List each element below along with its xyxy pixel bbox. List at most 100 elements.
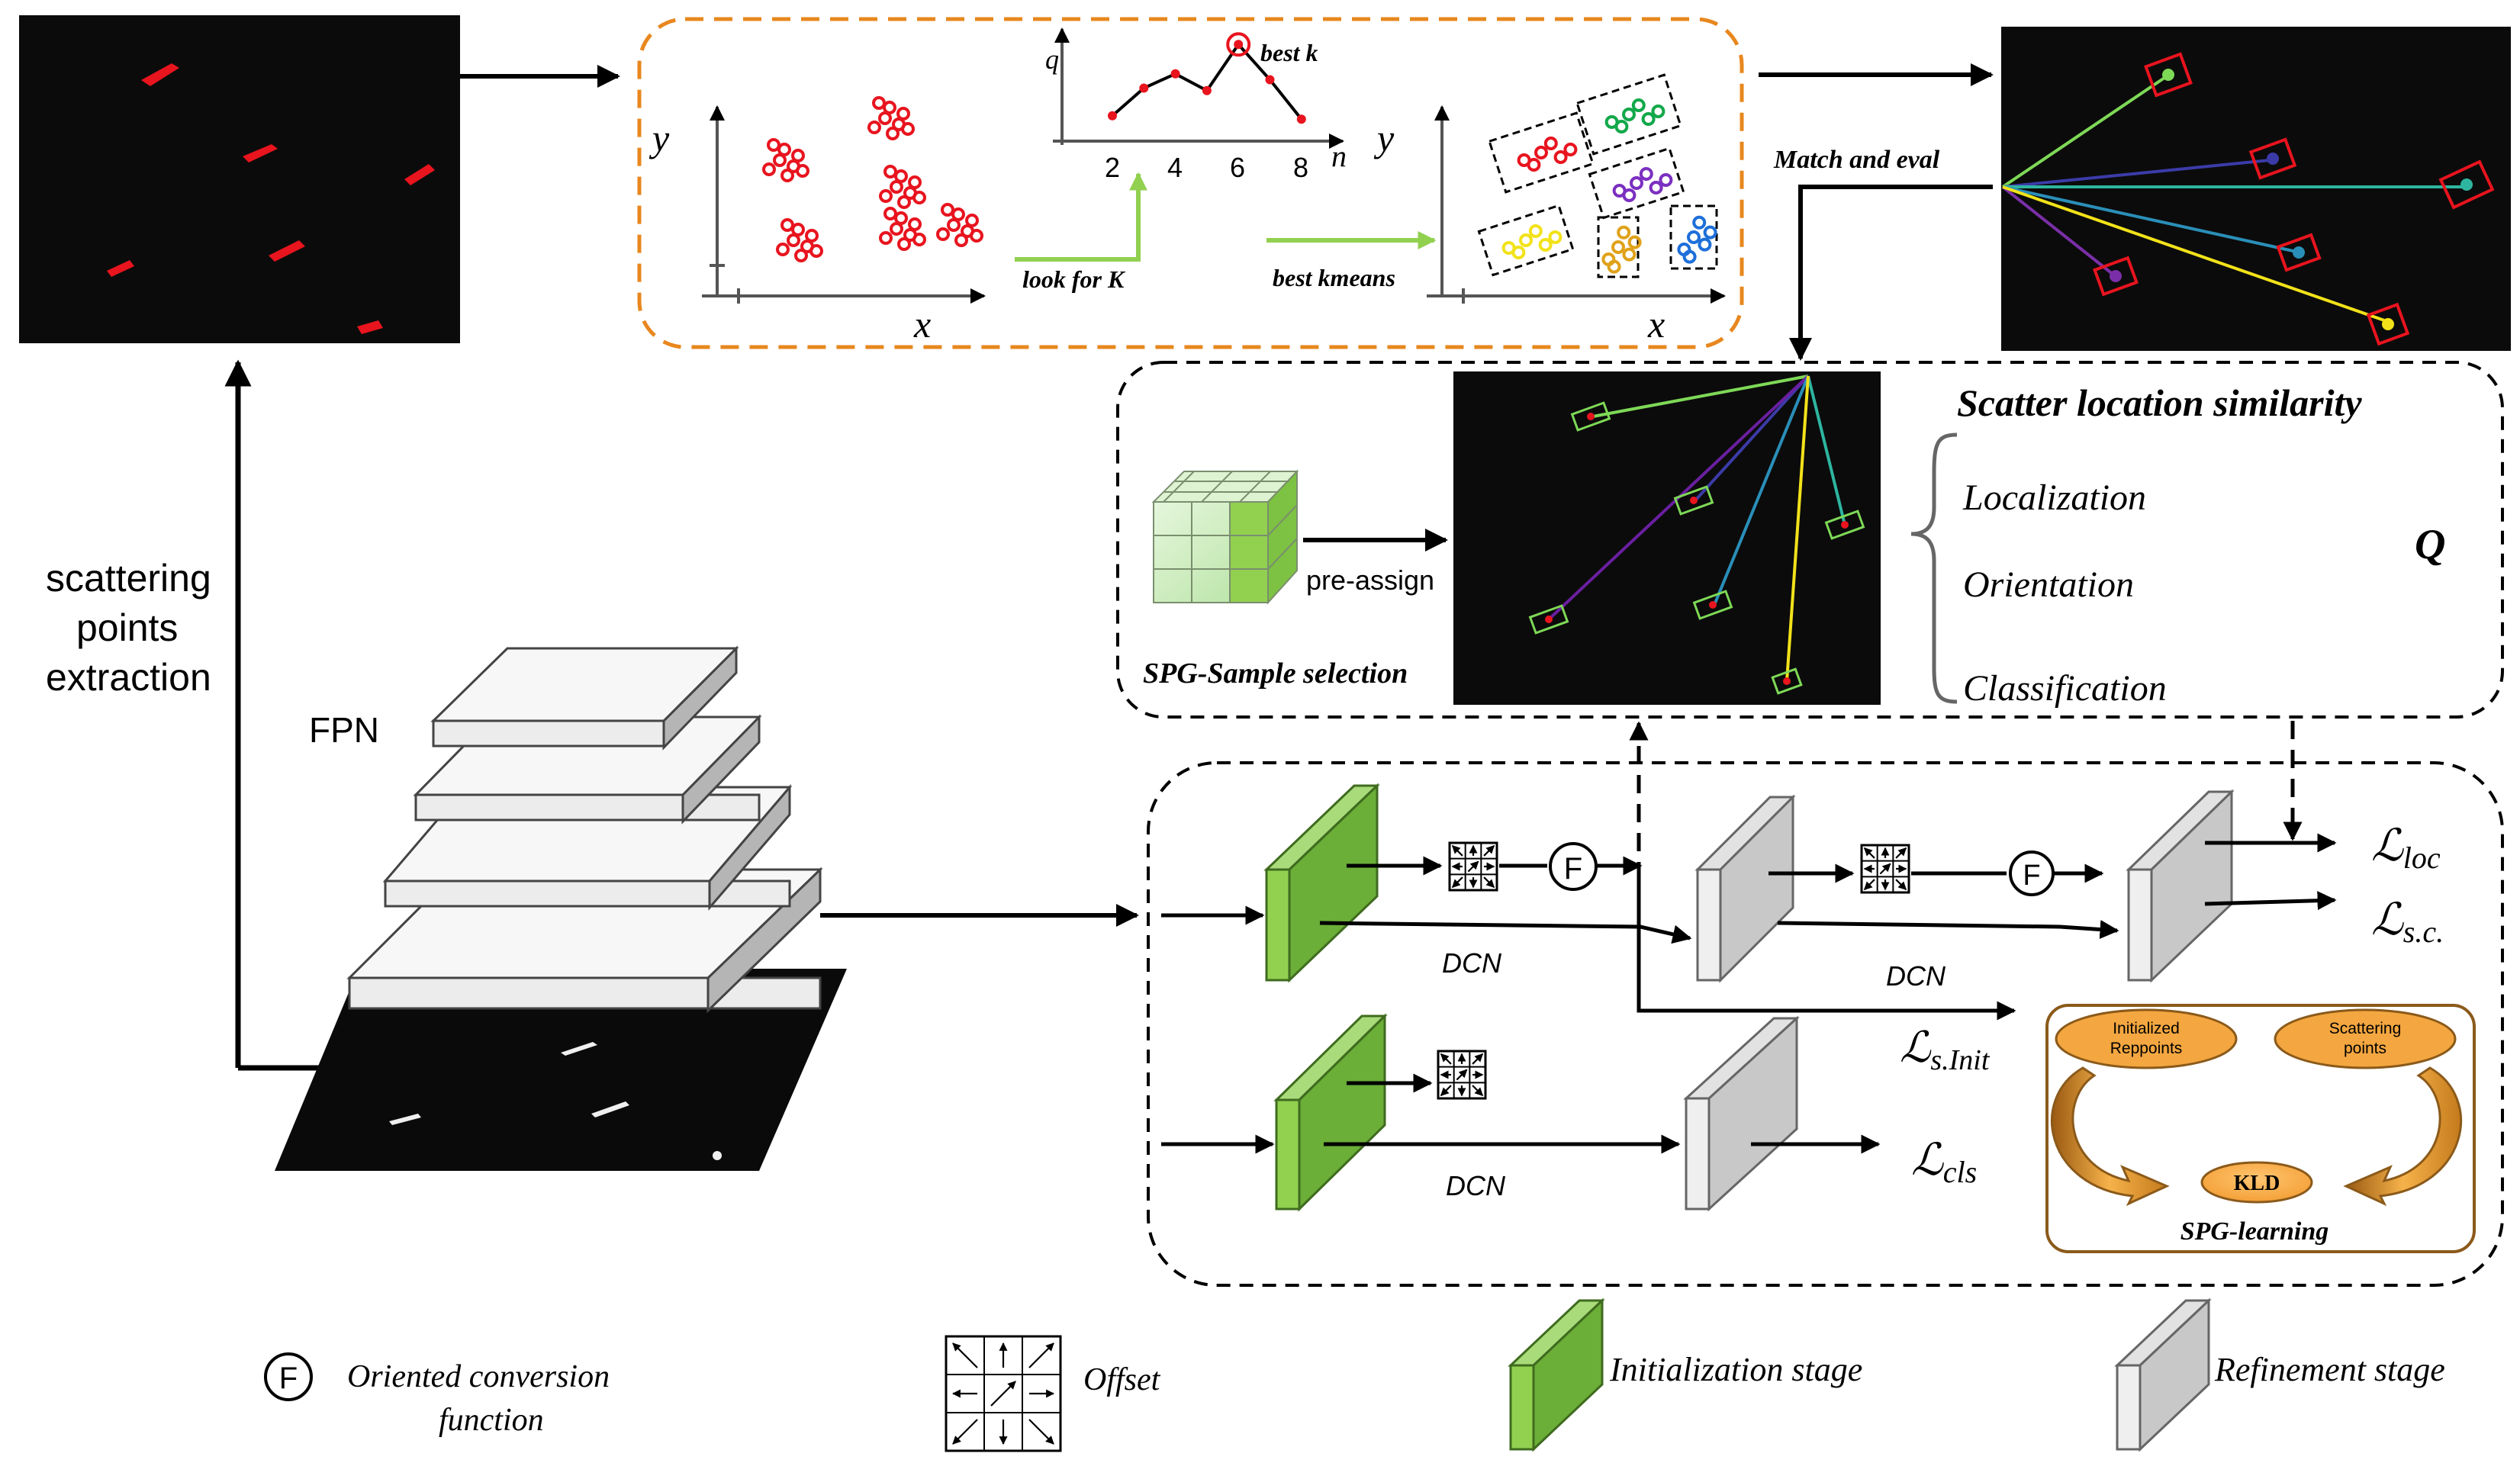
axis-x-label: x — [913, 303, 931, 346]
cluster-point-1-0 — [1622, 108, 1636, 121]
raw-point-3-6 — [970, 229, 983, 243]
raw-point-0-4 — [791, 149, 805, 162]
match-eval-arrow — [1789, 185, 1993, 361]
axis-q-label: q — [1045, 44, 1059, 75]
offset-lower-arrow-1-1 — [1456, 1069, 1468, 1081]
cluster-point-4-0 — [1611, 240, 1625, 254]
look-for-k-label: look for K — [1022, 265, 1126, 293]
raw-point-4-6 — [809, 244, 823, 258]
similarity-item-localization: Localization — [1962, 477, 2146, 518]
cluster-point-4-5 — [1607, 259, 1621, 274]
cluster-box-1 — [1575, 73, 1682, 156]
init-block-upper — [1263, 783, 1380, 983]
raw-point-3-0 — [947, 218, 961, 232]
dcn-label-lower: DCN — [1446, 1170, 1506, 1201]
offset-lower-arrow-2-2 — [1472, 1085, 1484, 1097]
k-curve — [1108, 32, 1306, 124]
legend: F Oriented conversion function Offset In… — [264, 1297, 2445, 1452]
cluster-point-5-5 — [1682, 249, 1697, 264]
initialized-reppoints-node — [2055, 1008, 2238, 1069]
loss-loc: ℒloc — [2371, 821, 2441, 875]
cluster-box-2 — [1588, 146, 1685, 220]
offset-upper-arrow-0-2 — [1483, 844, 1495, 857]
cluster-box-5 — [1669, 204, 1718, 270]
cluster-point-1-1 — [1641, 112, 1656, 126]
raw-point-1-7 — [886, 127, 900, 140]
dcn-upper-arrow — [1319, 921, 1692, 944]
cluster-point-2-5 — [1622, 188, 1637, 202]
offset-upper-arrow-2-0 — [1451, 876, 1463, 889]
axis-y-label: y — [649, 117, 670, 159]
cluster-point-3-0 — [1519, 233, 1533, 247]
k-tick-2: 2 — [1105, 152, 1120, 183]
dcn-label-upper: DCN — [1442, 947, 1502, 979]
kld-node — [2200, 1161, 2313, 1204]
offset-grid-icon-upper — [1448, 841, 1498, 892]
anchor-cube — [1151, 469, 1299, 605]
raw-point-4-5 — [780, 218, 794, 232]
refine-block-lower — [1683, 1015, 1800, 1212]
raw-point-5-5 — [883, 207, 897, 220]
legend-init-label: Initialization stage — [1609, 1351, 1862, 1388]
raw-point-5-7 — [897, 237, 911, 251]
initialized-reppoints-line2: Reppoints — [2110, 1040, 2183, 1057]
ship-marks — [107, 63, 435, 334]
extraction-label-line1: scattering — [46, 557, 211, 600]
cluster-point-3-5 — [1511, 246, 1526, 259]
sc-loss-arrow — [2204, 891, 2337, 911]
raw-point-2-2 — [879, 189, 893, 203]
spg-learning-title: SPG-learning — [2180, 1217, 2329, 1246]
sample-selection-title: SPG-Sample selection — [1143, 658, 1408, 690]
match-eval-image — [2001, 27, 2511, 351]
raw-point-3-5 — [941, 203, 954, 217]
similarity-title: Scatter location similarity — [1957, 381, 2362, 424]
offset-upper-arrow-0-0 — [1451, 844, 1463, 857]
cluster-point-3-3 — [1528, 224, 1543, 238]
k-tick-6: 6 — [1230, 152, 1245, 183]
offset-grid-icon-refine — [1860, 844, 1910, 894]
raw-point-2-5 — [883, 165, 897, 178]
sinit-loss-arrow — [1637, 862, 2016, 1021]
look-for-k-arrow — [1015, 172, 1147, 262]
k-curve-point-0 — [1108, 111, 1117, 121]
legend-refine-block — [2114, 1297, 2212, 1452]
extraction-label-line3: extraction — [46, 656, 211, 699]
extraction-label-line2: points — [76, 606, 178, 649]
legend-f-icon — [264, 1352, 313, 1401]
raw-point-5-6 — [912, 233, 926, 246]
raw-point-4-7 — [794, 249, 808, 262]
cluster-point-1-4 — [1651, 104, 1666, 118]
k-curve-point-6 — [1296, 114, 1306, 124]
raw-scatter-points — [762, 96, 983, 262]
raw-point-1-4 — [896, 107, 910, 121]
cluster-point-2-0 — [1630, 176, 1643, 190]
loss-cls: ℒcls — [1911, 1135, 1977, 1189]
cluster-point-3-1 — [1538, 238, 1553, 252]
similarity-item-orientation: Orientation — [1963, 564, 2134, 605]
cluster-point-4-4 — [1627, 235, 1642, 249]
offset-refine-arrow-1-1 — [1879, 863, 1891, 875]
offset-legend-arrow-0-0 — [952, 1342, 978, 1368]
sar-image-detections — [19, 15, 460, 343]
offset-legend-arrow-1-1 — [990, 1381, 1016, 1407]
raw-point-5-2 — [879, 231, 893, 245]
offset-legend-arrow-2-2 — [1028, 1419, 1054, 1445]
k-curve-axes — [1053, 27, 1344, 149]
cluster-point-5-0 — [1687, 230, 1701, 244]
f-letter-upper: F — [1564, 852, 1582, 886]
cluster-point-4-3 — [1617, 225, 1631, 240]
refine-block-final — [2126, 789, 2235, 983]
cluster-box-4 — [1597, 216, 1640, 278]
raw-point-5-0 — [890, 222, 903, 236]
detection-heads-panel: F DCN F DCN ℒloc ℒs.c. ℒs.Init — [1147, 721, 2504, 1287]
raw-point-1-5 — [872, 96, 886, 110]
raw-point-0-7 — [780, 169, 794, 182]
k-tick-8: 8 — [1293, 152, 1308, 183]
offset-lower-arrow-2-0 — [1440, 1085, 1452, 1097]
kld-label: KLD — [2234, 1172, 2280, 1195]
fpn-label: FPN — [309, 710, 379, 750]
raw-point-0-0 — [773, 153, 787, 167]
offset-upper-arrow-1-1 — [1467, 860, 1479, 873]
